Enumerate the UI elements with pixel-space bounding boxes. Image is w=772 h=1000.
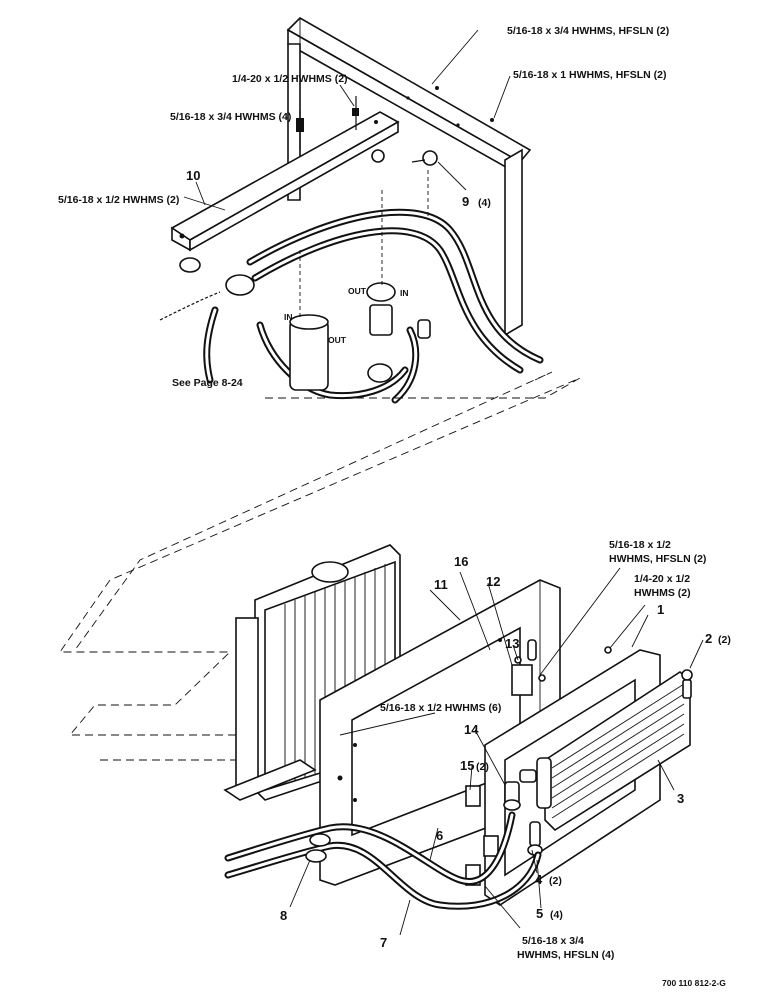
callout-9-qty: (4) [478, 197, 491, 209]
label-top-hwhms-14-12: 1/4-20 x 1/2 HWHMS (2) [232, 73, 348, 85]
callout-3: 3 [677, 791, 684, 806]
callout-14: 14 [464, 722, 479, 737]
callout-4-qty: (2) [549, 875, 562, 887]
label-top-hwhms-1-hfsln: 5/16-18 x 1 HWHMS, HFSLN (2) [513, 69, 666, 81]
drawing-number: 700 110 812-2-G [662, 978, 726, 988]
label-top-hwhms-34-hfsln: 5/16-18 x 3/4 HWHMS, HFSLN (2) [507, 25, 669, 37]
label-bot-hwhms-12-6: 5/16-18 x 1/2 HWHMS (6) [380, 702, 501, 714]
bracket-12-13 [511, 639, 546, 696]
callout-11: 11 [434, 577, 448, 592]
callout-6: 6 [436, 828, 443, 843]
port-label-in-2: IN [284, 312, 293, 322]
label-top-hwhms-12-2: 5/16-18 x 1/2 HWHMS (2) [58, 194, 179, 206]
label-bot-hwhms-12-line2: HWHMS, HFSLN (2) [609, 553, 706, 565]
leader-lines [183, 29, 704, 936]
see-page-reference: See Page 8-24 [172, 377, 243, 389]
callout-2-qty: (2) [718, 634, 731, 646]
callout-1: 1 [657, 602, 664, 617]
oil-cooler-core-3 [536, 669, 693, 832]
label-bot-hwhms-34-line1: 5/16-18 x 3/4 [522, 935, 584, 947]
callout-2: 2 [705, 631, 712, 646]
callout-16: 16 [454, 554, 468, 569]
callout-5: 5 [536, 906, 543, 921]
fittings-4-5-14 [503, 769, 543, 856]
port-label-out-2: OUT [328, 335, 347, 345]
callout-7: 7 [380, 935, 387, 950]
label-bot-14-line2: HWHMS (2) [634, 587, 691, 599]
callout-5-qty: (4) [550, 909, 563, 921]
label-bot-14-line1: 1/4-20 x 1/2 [634, 573, 690, 585]
filter-assemblies [179, 170, 431, 391]
callout-4: 4 [535, 872, 543, 887]
mounting-bar-10 [170, 111, 400, 252]
callout-12: 12 [486, 574, 500, 589]
port-label-out-1: OUT [348, 286, 367, 296]
callout-15: 15 [460, 758, 474, 773]
bottom-hoses [224, 811, 542, 910]
label-bot-hwhms-34-line2: HWHMS, HFSLN (4) [517, 949, 614, 961]
callout-15-qty: (2) [476, 761, 489, 773]
label-bot-hwhms-12-line1: 5/16-18 x 1/2 [609, 539, 671, 551]
port-label-in-1: IN [400, 288, 409, 298]
label-top-hwhms-34-4: 5/16-18 x 3/4 HWHMS (4) [170, 111, 291, 123]
callout-8: 8 [280, 908, 287, 923]
upper-support-frame [286, 17, 532, 337]
callout-13: 13 [505, 636, 519, 651]
callout-10: 10 [186, 168, 200, 183]
top-hoses [159, 208, 544, 404]
callout-9: 9 [462, 194, 469, 209]
